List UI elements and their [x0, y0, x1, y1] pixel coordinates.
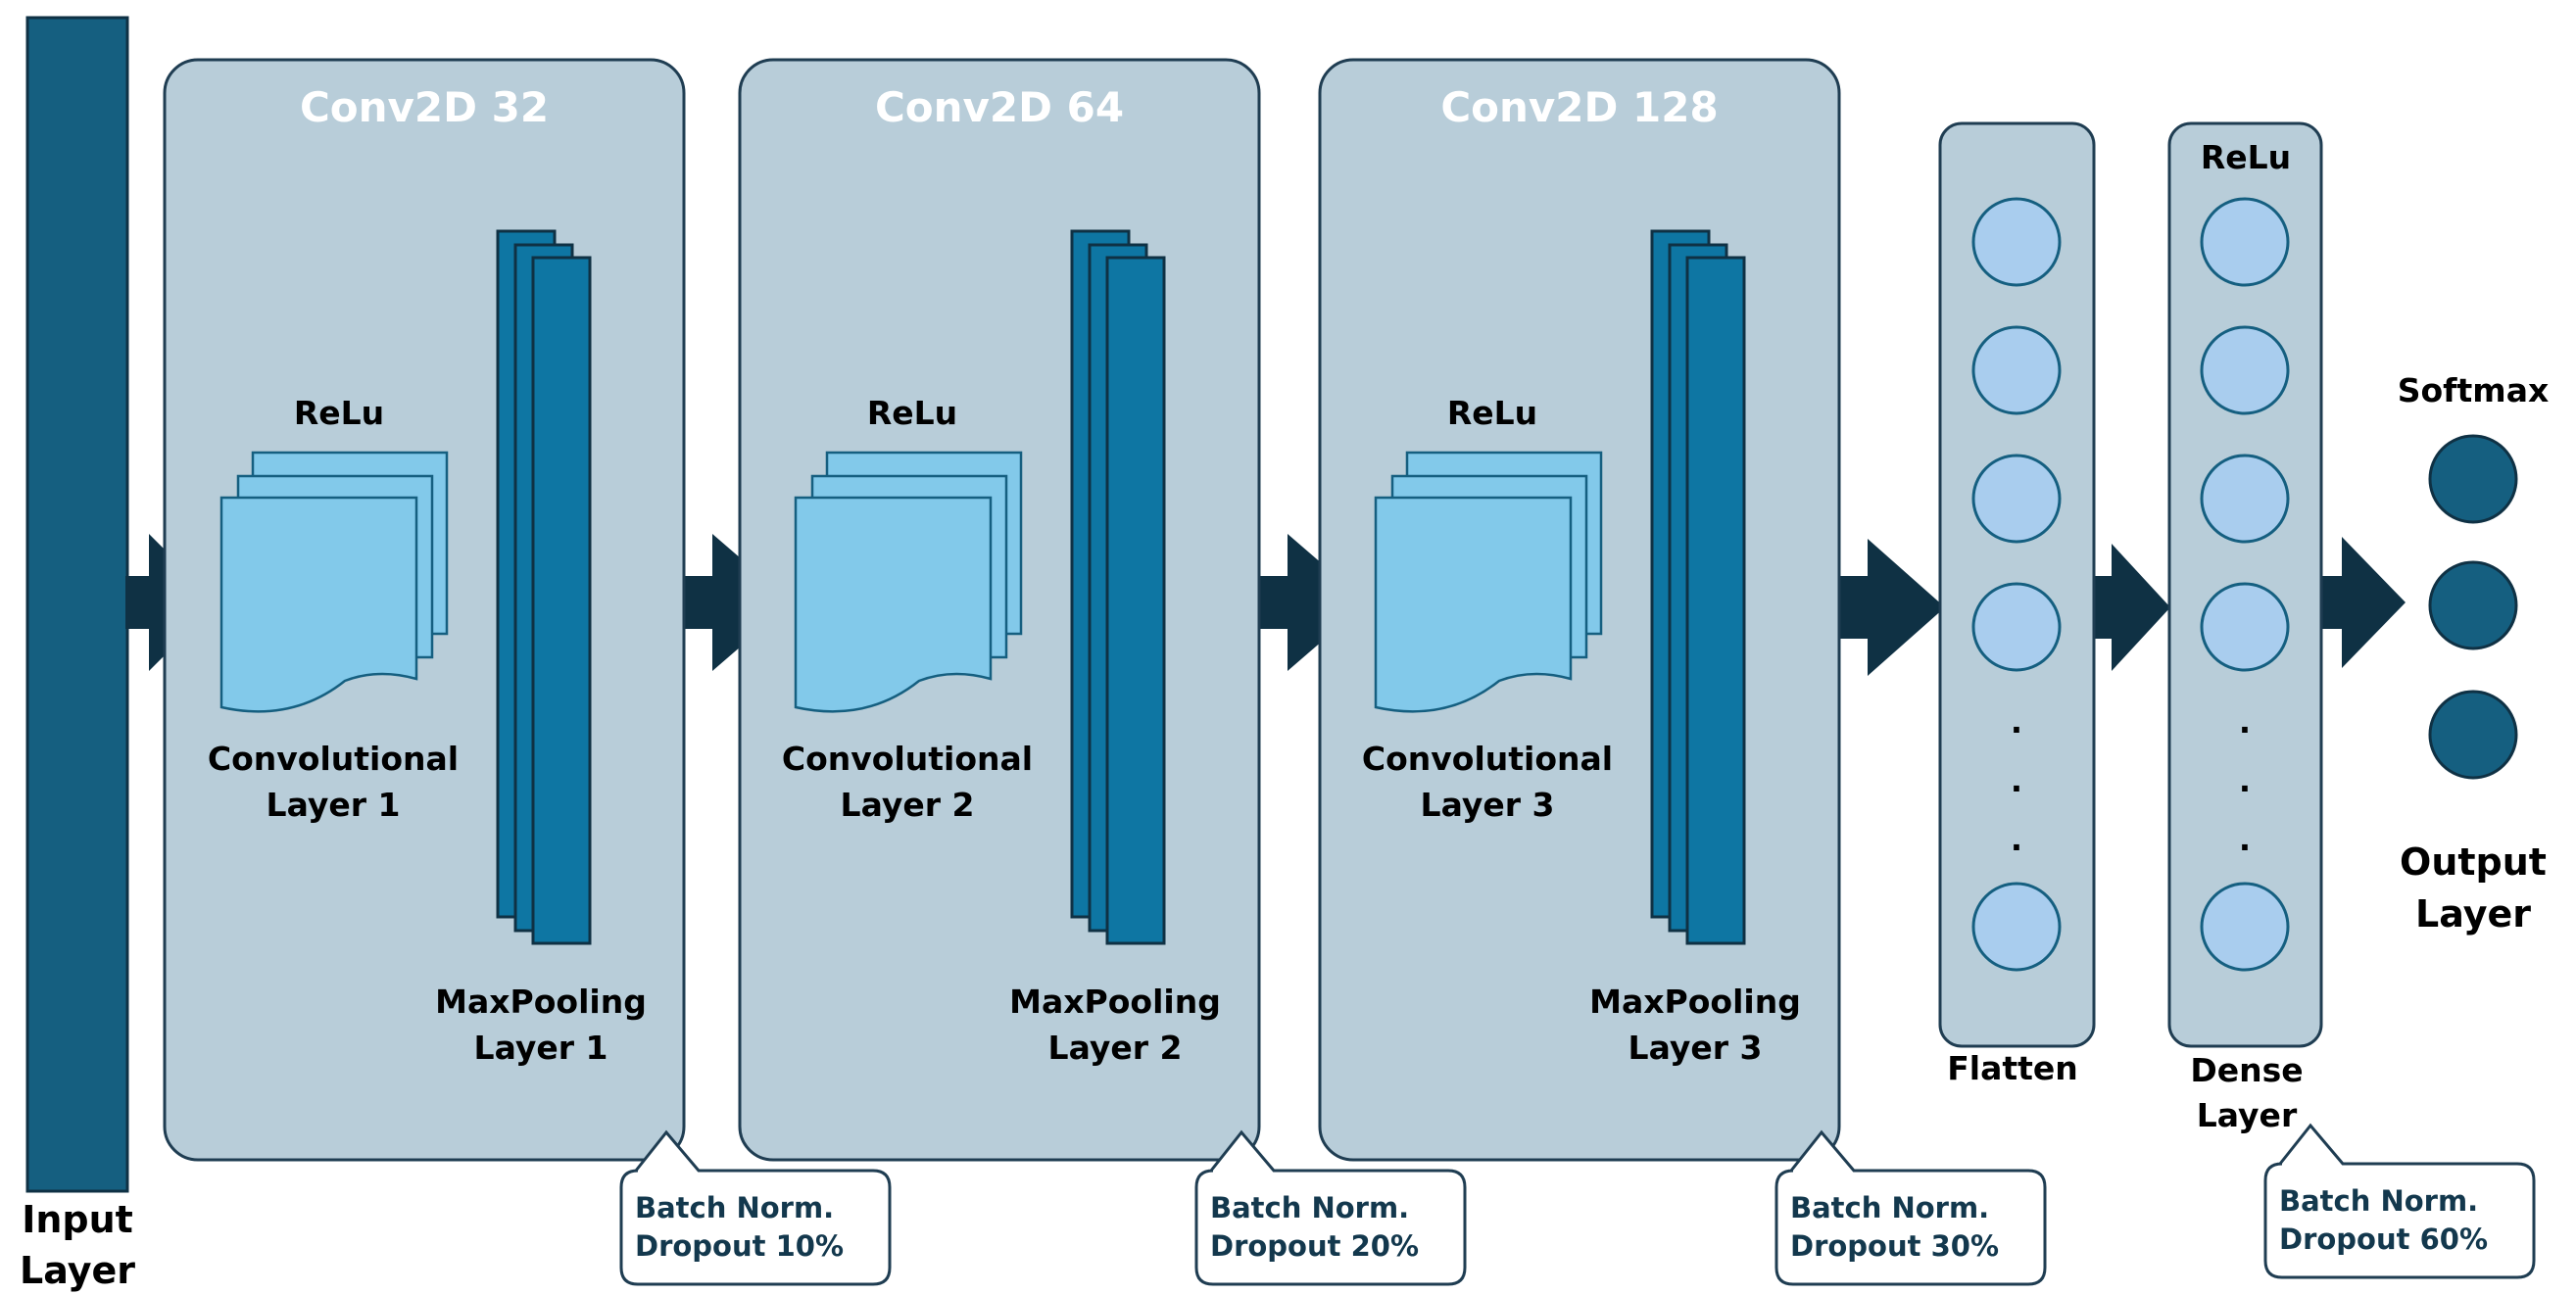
flatten-node [1971, 454, 2062, 544]
relu-label: ReLu [867, 394, 957, 432]
flatten-ellipsis-dot: . [2011, 821, 2022, 858]
output-node [2428, 434, 2518, 524]
flatten-node [1971, 325, 2062, 415]
input-layer-label-line1: Input [22, 1198, 133, 1241]
maxpool-label-line2: Layer 2 [1048, 1029, 1183, 1067]
dense-ellipsis-dot: . [2239, 821, 2251, 858]
callout-text-line2: Dropout 20% [1210, 1229, 1419, 1263]
flatten-node [1971, 582, 2062, 672]
conv-block-2: Conv2D 64 ReLu Convolutional Layer 2 Max… [738, 58, 1261, 1162]
conv-layer-label-line1: Convolutional [208, 740, 459, 778]
dense-label-line1: Dense [2190, 1051, 2303, 1089]
dense-node [2200, 197, 2290, 287]
feature-map-stack [1374, 451, 1603, 713]
callout-dense: Batch Norm. Dropout 60% [2263, 1123, 2536, 1279]
feature-map-stack [794, 451, 1023, 713]
output-layer-label-line1: Output [2400, 840, 2547, 884]
dense-node [2200, 454, 2290, 544]
flatten-node [1971, 197, 2062, 287]
dense-ellipsis-dot: . [2239, 762, 2251, 799]
dense-node [2200, 325, 2290, 415]
callout-text-line1: Batch Norm. [1210, 1191, 1409, 1224]
output-layer: Softmax Output Layer [2398, 371, 2550, 935]
flatten-layer: . . . Flatten [1938, 121, 2096, 1087]
conv-layer-label-line1: Convolutional [1362, 740, 1613, 778]
arrow-flatten-to-dense [2094, 544, 2170, 671]
maxpool-label-line2: Layer 1 [474, 1029, 608, 1067]
maxpool-stack [496, 229, 592, 945]
feature-map-stack [219, 451, 449, 713]
relu-label: ReLu [1447, 394, 1537, 432]
conv-block-title: Conv2D 32 [300, 83, 549, 131]
arrow-conv1-to-conv2 [684, 534, 792, 671]
callout-box [2263, 1123, 2536, 1279]
conv-block-1: Conv2D 32 ReLu Convolutional Layer 1 Max… [163, 58, 686, 1162]
conv-block-3: Conv2D 128 ReLu Convolutional Layer 3 Ma… [1318, 58, 1841, 1162]
input-layer-label-line2: Layer [20, 1249, 135, 1292]
relu-label: ReLu [294, 394, 384, 432]
softmax-label: Softmax [2398, 371, 2550, 409]
dense-layer: ReLu . . . Dense Layer [2167, 121, 2323, 1134]
dense-ellipsis-dot: . [2239, 703, 2251, 741]
dense-relu-label: ReLu [2201, 138, 2291, 176]
callout-text-line2: Dropout 10% [635, 1229, 844, 1263]
callout-box [1194, 1129, 1467, 1286]
callout-text-line2: Dropout 60% [2279, 1223, 2488, 1256]
flatten-node [1971, 882, 2062, 972]
maxpool-stack [1650, 229, 1746, 945]
flatten-label: Flatten [1947, 1049, 2078, 1087]
conv-block-title: Conv2D 128 [1440, 83, 1718, 131]
callout-text-line1: Batch Norm. [2279, 1184, 2478, 1218]
maxpool-label-line2: Layer 3 [1628, 1029, 1763, 1067]
output-layer-label-line2: Layer [2415, 892, 2531, 935]
output-node [2428, 560, 2518, 650]
maxpool-label-line1: MaxPooling [1589, 983, 1801, 1021]
maxpool-stack [1070, 229, 1166, 945]
callout-box [1774, 1129, 2047, 1286]
callout-text-line1: Batch Norm. [1790, 1191, 1989, 1224]
conv-layer-label-line2: Layer 3 [1421, 786, 1555, 824]
callout-block-3: Batch Norm. Dropout 30% [1774, 1129, 2047, 1286]
maxpool-label-line1: MaxPooling [1009, 983, 1221, 1021]
flatten-ellipsis-dot: . [2011, 762, 2022, 799]
flatten-ellipsis-dot: . [2011, 703, 2022, 741]
maxpool-label-line1: MaxPooling [435, 983, 647, 1021]
callout-block-1: Batch Norm. Dropout 10% [619, 1129, 892, 1286]
arrow-conv2-to-conv3 [1259, 534, 1367, 671]
conv-layer-label-line2: Layer 2 [841, 786, 975, 824]
dense-label-line2: Layer [2197, 1096, 2298, 1134]
callout-box [619, 1129, 892, 1286]
conv-block-title: Conv2D 64 [875, 83, 1124, 131]
callout-block-2: Batch Norm. Dropout 20% [1194, 1129, 1467, 1286]
output-node [2428, 690, 2518, 780]
dense-node [2200, 882, 2290, 972]
conv-layer-label-line1: Convolutional [782, 740, 1033, 778]
dense-node [2200, 582, 2290, 672]
input-layer-bar [25, 16, 129, 1193]
callout-text-line1: Batch Norm. [635, 1191, 834, 1224]
arrow-dense-to-output [2322, 537, 2406, 668]
conv-layer-label-line2: Layer 1 [267, 786, 401, 824]
callout-text-line2: Dropout 30% [1790, 1229, 1999, 1263]
arrow-conv3-to-flatten [1839, 539, 1945, 676]
